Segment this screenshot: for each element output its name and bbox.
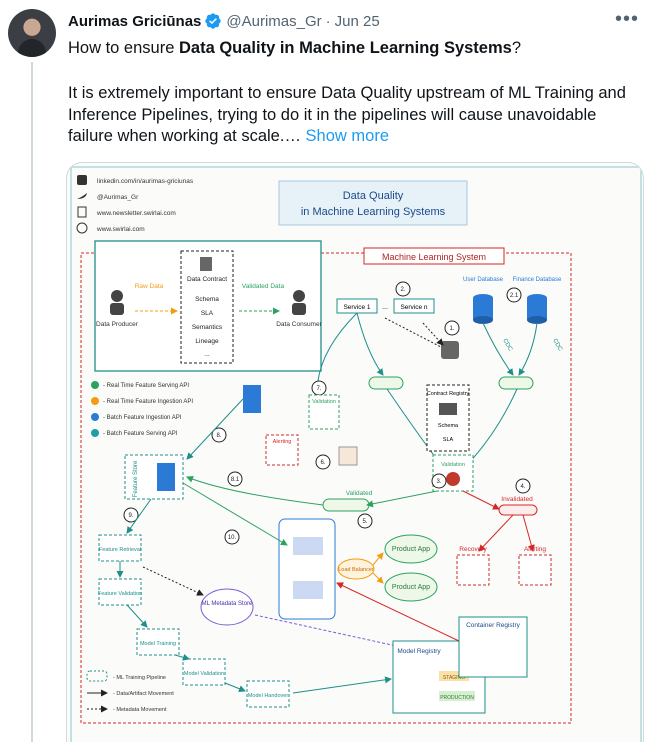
registry-schema: Schema: [438, 423, 459, 429]
tweet-body-text: It is extremely important to ensure Data…: [68, 84, 626, 145]
author-name[interactable]: Aurimas Griciūnas: [68, 12, 202, 30]
product-app-label-1: Product App: [392, 546, 430, 553]
api-legend: - Real Time Feature Serving API - Real T…: [91, 381, 193, 437]
verified-badge-icon[interactable]: [204, 12, 222, 30]
link-website: www.swirlai.com: [96, 226, 145, 233]
tweet-bold-text: Data Quality in Machine Learning Systems: [178, 39, 512, 57]
contract-registry-title: Contract Registry: [427, 391, 470, 397]
tweet-date[interactable]: Jun 25: [334, 12, 380, 30]
show-more-link[interactable]: Show more: [305, 127, 389, 145]
avatar[interactable]: [8, 9, 56, 57]
diagram-title-box: Data Quality in Machine Learning Systems: [278, 180, 468, 226]
step-3: 3.: [436, 479, 441, 485]
contract-field-lineage: Lineage: [195, 338, 219, 345]
producer-label: Data Producer: [96, 321, 139, 328]
more-options-icon[interactable]: •••: [614, 8, 639, 30]
legend-dot-blue: [91, 413, 99, 421]
recovery-label: Recovery: [459, 546, 487, 553]
feature-store: Feature Store: [124, 454, 184, 500]
alerting-label-invalid: Alerting: [524, 546, 546, 553]
step-6: 6.: [320, 460, 325, 466]
author-handle[interactable]: @Aurimas_Gr: [226, 12, 322, 30]
legend-dot-orange: [91, 397, 99, 405]
registry-sla: SLA: [443, 437, 454, 443]
swirl-icon: [76, 222, 88, 234]
pipeline-model-training: Model Training: [140, 641, 176, 647]
step-2-1: 2.1: [510, 293, 519, 299]
finance-db-label: Finance Database: [513, 277, 562, 283]
contract-registry: Contract Registry Schema SLA: [426, 384, 470, 452]
load-balancer-label: Load Balancer: [338, 567, 374, 573]
validated-data-label: Validated Data: [242, 283, 285, 290]
feature-store-label: Feature Store: [133, 460, 139, 497]
legend-batch-serving: - Batch Feature Serving API: [103, 431, 178, 437]
product-app-label-2: Product App: [392, 584, 430, 591]
data-contract-panel: Data Producer Raw Data Data Contract Sch…: [94, 240, 323, 372]
newsletter-icon: [77, 206, 87, 218]
link-newsletter: www.newsletter.swirlai.com: [96, 210, 176, 217]
pipeline-feature-retrieval: Feature Retrieval: [99, 547, 141, 553]
tweet-line-1: How to ensure Data Quality in Machine Le…: [68, 38, 643, 60]
link-twitter: @Aurimas_Gr: [97, 194, 139, 201]
tag-staging: STAGING: [443, 675, 465, 681]
pipeline-model-handover: Model Handover: [248, 693, 289, 699]
validation-label-batch: Validation: [312, 399, 336, 405]
step-10: 10.: [228, 535, 237, 541]
contract-title: Data Contract: [187, 276, 227, 283]
step-5: 5.: [362, 519, 367, 525]
step-2: 2.: [400, 287, 405, 293]
validated-label: Validated: [346, 490, 373, 497]
diagram-title-line1: Data Quality: [343, 190, 404, 202]
link-list: linkedin.com/in/aurimas-griciunas @Aurim…: [76, 175, 194, 234]
step-8: 8.: [216, 433, 221, 439]
thread-line: [31, 62, 33, 742]
container-registry-label: Container Registry: [466, 622, 521, 629]
legend-metadata-movement: - Metadata Movement: [113, 707, 167, 713]
legend-training-pipeline: - ML Training Pipeline: [113, 675, 166, 681]
step-7: 7.: [316, 386, 321, 392]
invalidated-label: Invalidated: [501, 496, 533, 503]
contract-field-more: ...: [204, 351, 210, 358]
training-pipeline: Feature Retrieval Feature Validation Mod…: [98, 498, 290, 708]
validation-label-stream: Validation: [441, 462, 465, 468]
tweet-text-part: ?: [511, 39, 522, 57]
legend-data-movement: - Data/Artifact Movement: [113, 691, 174, 697]
legend-dot-teal: [91, 429, 99, 437]
tag-production: PRODUCTION: [440, 695, 474, 701]
contract-field-sla: SLA: [201, 310, 214, 317]
service-n: Service n: [400, 304, 427, 311]
tweet-text-part: How to ensure: [68, 39, 179, 57]
legend-batch-ingestion: - Batch Feature Ingestion API: [103, 415, 182, 421]
linkedin-icon: [77, 175, 87, 185]
tweet-media-diagram[interactable]: linkedin.com/in/aurimas-griciunas @Aurim…: [66, 162, 644, 742]
pipeline-model-validation: Model Validation: [184, 671, 224, 677]
mls-title: Machine Learning System: [382, 252, 486, 262]
contract-field-schema: Schema: [195, 296, 219, 303]
diagram-svg: linkedin.com/in/aurimas-griciunas @Aurim…: [70, 166, 642, 742]
model-registry-label: Model Registry: [397, 648, 441, 655]
metadata-store-label: ML Metadata Store: [202, 601, 253, 607]
link-linkedin: linkedin.com/in/aurimas-griciunas: [97, 178, 194, 185]
raw-data-label: Raw Data: [135, 283, 164, 290]
pipeline-feature-validation: Feature Validation: [98, 591, 142, 597]
step-8-1: 8.1: [231, 477, 240, 483]
step-1: 1.: [449, 326, 454, 332]
twitter-icon: [77, 193, 87, 199]
diagram-title-line2: in Machine Learning Systems: [301, 206, 446, 218]
service-ellipsis: ...: [382, 304, 388, 311]
tweet-body: It is extremely important to ensure Data…: [68, 83, 643, 148]
service-1: Service 1: [343, 304, 370, 311]
consumer-label: Data Consumer: [276, 321, 322, 328]
contract-field-semantics: Semantics: [192, 324, 223, 331]
alerting-label-batch: Alerting: [273, 439, 292, 445]
legend-rt-serving: - Real Time Feature Serving API: [103, 383, 189, 389]
user-db-label: User Database: [463, 277, 504, 283]
tweet-header: Aurimas Griciūnas @Aurimas_Gr · Jun 25: [68, 11, 380, 31]
step-9: 9.: [128, 513, 133, 519]
step-4: 4.: [520, 484, 525, 490]
legend-dot-green: [91, 381, 99, 389]
separator-dot: ·: [325, 12, 331, 30]
legend-rt-ingestion: - Real Time Feature Ingestion API: [103, 399, 193, 405]
